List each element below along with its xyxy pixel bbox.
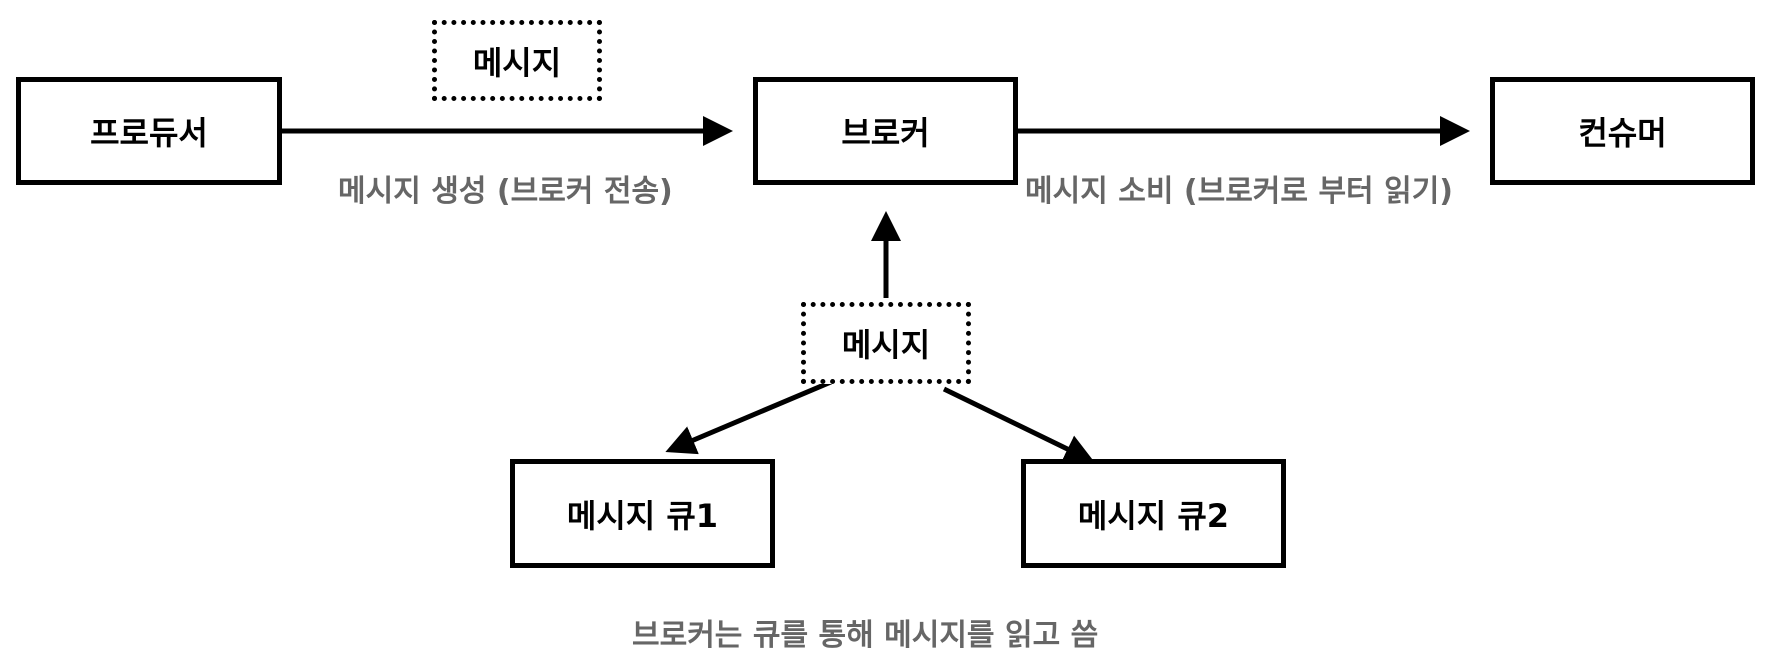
consume-caption: 메시지 소비 (브로커로 부터 읽기) bbox=[1025, 174, 1453, 209]
bottom-caption: 브로커는 큐를 통해 메시지를 읽고 씀 bbox=[632, 618, 1099, 653]
broker-node: 브로커 bbox=[753, 77, 1018, 185]
message-node-mid: 메시지 bbox=[801, 302, 971, 384]
produce-caption: 메시지 생성 (브로커 전송) bbox=[338, 174, 673, 209]
arrow-message-to-queue1 bbox=[665, 379, 832, 455]
producer-node: 프로듀서 bbox=[16, 77, 282, 185]
queue2-node: 메시지 큐2 bbox=[1021, 459, 1286, 568]
queue1-node: 메시지 큐1 bbox=[510, 459, 775, 568]
arrow-message-to-queue2 bbox=[942, 386, 1095, 463]
message-node-top: 메시지 bbox=[432, 20, 602, 101]
consumer-node: 컨슈머 bbox=[1490, 77, 1755, 185]
